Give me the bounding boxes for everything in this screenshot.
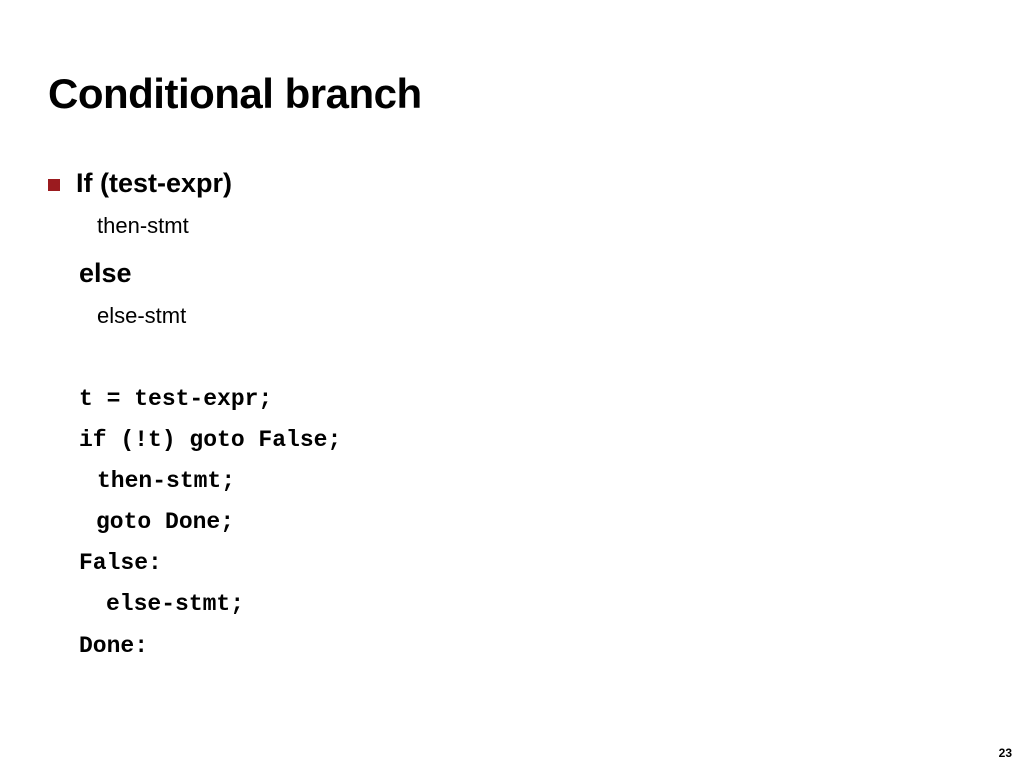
code-line-assign: t = test-expr; [79, 386, 273, 412]
else-keyword: else [79, 258, 132, 288]
code-line-else-stmt: else-stmt; [106, 591, 245, 617]
then-stmt-text: then-stmt [97, 213, 189, 238]
code-line-goto-done: goto Done; [96, 509, 235, 535]
square-bullet-icon [48, 178, 60, 191]
code-line-done-label: Done: [79, 633, 149, 659]
else-stmt-text: else-stmt [97, 303, 187, 328]
code-line-if-goto: if (!t) goto False; [79, 427, 342, 453]
bullet-if-test-expr: If (test-expr) [48, 166, 232, 200]
code-line-false-label: False: [79, 550, 162, 576]
slide-title: Conditional branch [48, 70, 422, 117]
page-number: 23 [998, 746, 1012, 760]
bullet-text: If (test-expr) [76, 168, 233, 198]
code-line-then-stmt: then-stmt; [97, 468, 236, 494]
